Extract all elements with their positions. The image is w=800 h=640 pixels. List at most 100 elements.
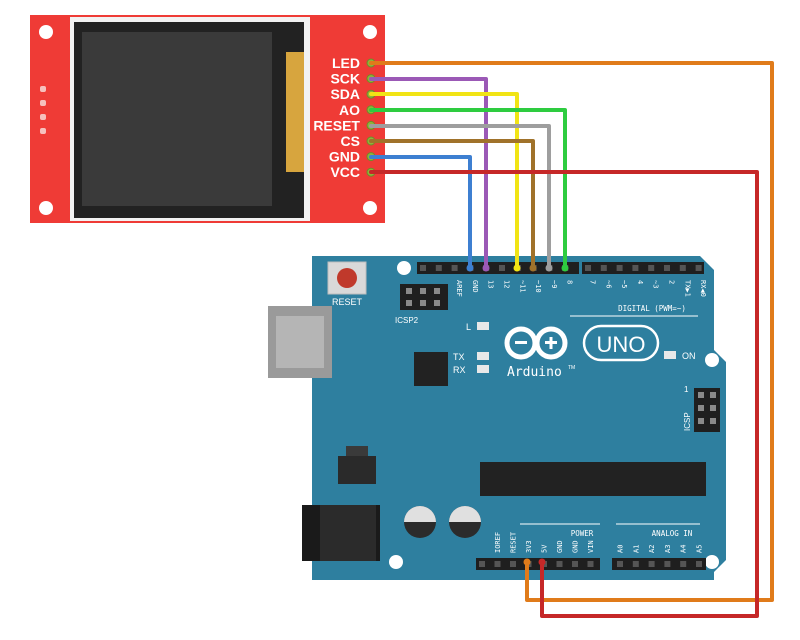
header-pin <box>648 561 655 567</box>
power-pin-label: IOREF <box>494 532 502 553</box>
model-label: UNO <box>597 332 646 357</box>
header-pin <box>406 288 412 294</box>
header-pin <box>648 265 655 271</box>
wire-end-sda <box>513 264 521 272</box>
digital-pin-label: 8 <box>566 280 574 284</box>
header-pin <box>420 265 426 271</box>
header-pin <box>710 418 716 424</box>
header-pin <box>420 288 426 294</box>
power-pin-label: VIN <box>587 540 595 553</box>
power-pin-label: GND <box>556 540 564 553</box>
icsp-pin1-label: 1 <box>684 385 689 394</box>
header-pin <box>695 265 702 271</box>
header-pin <box>556 561 563 567</box>
led-rx-label: RX <box>453 365 466 375</box>
usb-chip <box>414 352 448 386</box>
header-pin <box>572 561 578 567</box>
header-pin <box>434 300 440 306</box>
module-pin-label: AO <box>339 102 360 118</box>
brand-label: Arduino <box>507 365 562 380</box>
digital-pin-label: 2 <box>668 280 676 284</box>
wire-sck <box>369 77 488 270</box>
header-pin <box>510 561 516 567</box>
side-header-dots <box>40 86 46 134</box>
wire-end-vcc <box>538 558 546 566</box>
header-pin <box>435 265 442 271</box>
header-pin <box>680 561 687 567</box>
wire-gnd <box>369 155 472 270</box>
trademark: TM <box>568 365 575 371</box>
digital-pin-label: 7 <box>589 280 597 284</box>
wire-end-led <box>523 558 531 566</box>
mount-hole <box>705 555 719 569</box>
mount-hole <box>363 25 377 39</box>
analog-pin-label: A5 <box>696 545 704 553</box>
digital-pin-label: GND <box>471 280 479 293</box>
power-label: POWER <box>571 529 594 538</box>
digital-label: DIGITAL (PWM=~) <box>618 304 686 313</box>
header-pin <box>710 405 716 411</box>
mount-hole <box>397 261 411 275</box>
analog-pin-label: A1 <box>632 545 640 553</box>
voltage-regulator <box>338 456 376 484</box>
header-pin <box>698 418 704 424</box>
mount-hole <box>389 555 403 569</box>
mount-hole <box>39 25 53 39</box>
module-pin-label: SCK <box>330 71 360 87</box>
header-pin <box>434 288 440 294</box>
wire-cs <box>369 139 535 270</box>
digital-pin-label: 4 <box>636 280 644 284</box>
module-pin-label: LED <box>332 55 360 71</box>
header-pin <box>451 265 458 271</box>
uno-badge <box>582 324 660 362</box>
wire-sda <box>369 92 519 270</box>
mount-hole <box>363 201 377 215</box>
analog-pin-label: A3 <box>664 545 672 553</box>
power-pin-label: 5V <box>541 544 549 553</box>
icsp2-header <box>400 284 448 310</box>
module-pin-label: SDA <box>330 86 360 102</box>
icsp-header <box>694 388 720 432</box>
digital-pin-label: TX▶1 <box>683 280 691 297</box>
header-pin <box>698 392 704 398</box>
flex-cable <box>286 52 304 172</box>
atmega-chip <box>480 462 706 496</box>
jumper-wires <box>369 61 774 618</box>
module-pin-label: GND <box>329 149 360 165</box>
led-on-label: ON <box>682 351 696 361</box>
header-pin <box>679 265 686 271</box>
digital-pin-label: ~10 <box>534 280 542 293</box>
arduino-uno-board: RESET ICSP2 UNO Arduino T <box>268 256 726 580</box>
digital-pin-label: 12 <box>503 280 511 288</box>
header-pin <box>494 561 501 567</box>
header-pin <box>587 561 594 567</box>
power-pin-label: RESET <box>510 531 518 553</box>
header-pin <box>632 265 639 271</box>
mount-hole <box>39 201 53 215</box>
analog-pin-label: A4 <box>680 545 688 553</box>
header-pin <box>499 265 505 271</box>
digital-pin-label: ~6 <box>604 280 612 288</box>
led-on <box>664 351 676 359</box>
digital-pin-label: 13 <box>487 280 495 288</box>
analog-pin-label: A2 <box>648 545 656 553</box>
header-pin <box>696 561 702 567</box>
header-pin <box>617 561 623 567</box>
board-pcb <box>312 256 726 580</box>
mount-hole <box>705 353 719 367</box>
led-l-label: L <box>466 322 471 332</box>
power-pin-label: 3V3 <box>525 540 533 553</box>
wire-led <box>369 61 774 602</box>
header-pin <box>479 561 485 567</box>
arduino-logo <box>504 324 660 362</box>
digital-pin-label: ~11 <box>518 280 526 293</box>
led-l <box>477 322 489 330</box>
reset-button[interactable] <box>327 261 367 295</box>
wire-end-sck <box>482 264 490 272</box>
reset-label: RESET <box>332 297 363 307</box>
wire-end-gnd <box>466 264 474 272</box>
analog-pin-label: A0 <box>617 545 625 553</box>
analog-label: ANALOG IN <box>652 529 693 538</box>
